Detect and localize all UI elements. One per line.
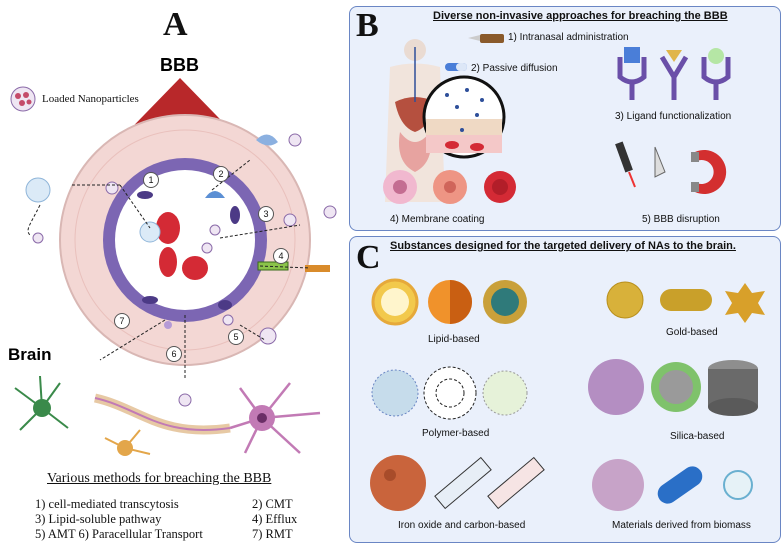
- gold-based-particles: [606, 281, 765, 323]
- category-gold-based: Gold-based: [666, 327, 718, 338]
- category-lipid-based: Lipid-based: [428, 334, 480, 345]
- method-line-2-left: 3) Lipid-soluble pathway: [35, 512, 162, 526]
- item-intranasal: 1) Intranasal administration: [508, 32, 629, 43]
- ligand-icons: [617, 47, 731, 100]
- item-bbb-disruption: 5) BBB disruption: [642, 214, 720, 225]
- panel-b-letter: B: [356, 7, 379, 44]
- category-iron-oxide-carbon: Iron oxide and carbon-based: [398, 520, 526, 531]
- passive-diffusion-zoom-circle: [422, 75, 506, 159]
- category-silica-based: Silica-based: [670, 431, 725, 442]
- bbb-disruption-icons: [615, 141, 727, 194]
- silica-based-particles: [588, 359, 758, 416]
- item-passive-diffusion: 2) Passive diffusion: [471, 63, 558, 74]
- item-membrane-coating: 4) Membrane coating: [390, 214, 485, 225]
- panel-c-title: Substances designed for the targeted del…: [390, 240, 736, 252]
- route-number-5: 5: [228, 329, 244, 345]
- polymer-based-particles: [371, 366, 528, 420]
- method-line-1-right: 2) CMT: [252, 497, 293, 511]
- method-line-2-right: 4) Efflux: [252, 512, 298, 526]
- route-number-3: 3: [258, 206, 274, 222]
- panel-a: A BBB Loaded Nanoparticles: [0, 0, 343, 547]
- method-line-1-left: 1) cell-mediated transcytosis: [35, 497, 179, 511]
- loaded-nanoparticle-icon: [10, 86, 36, 112]
- route-number-2: 2: [213, 166, 229, 182]
- panel-a-letter: A: [163, 6, 188, 43]
- panel-b-title: Diverse non-invasive approaches for brea…: [433, 10, 728, 22]
- brain-label: Brain: [8, 345, 52, 364]
- route-number-1: 1: [143, 172, 159, 188]
- neurons-illustration: [14, 375, 321, 456]
- category-biomass: Materials derived from biomass: [612, 520, 751, 531]
- route-number-4: 4: [273, 248, 289, 264]
- capsule-icon: [445, 63, 467, 71]
- membrane-coating-cells: [383, 170, 516, 204]
- methods-title: Various methods for breaching the BBB: [47, 471, 272, 486]
- route-number-7: 7: [114, 313, 130, 329]
- biomass-particles: [592, 459, 753, 511]
- panel-b: B Diverse non-invasive approaches for br…: [349, 6, 781, 231]
- lipid-based-particles: [371, 278, 527, 326]
- intranasal-dropper-icon: [468, 34, 504, 43]
- iron-oxide-carbon-particles: [370, 455, 545, 511]
- method-line-3-left: 5) AMT 6) Paracellular Transport: [35, 527, 203, 541]
- bbb-label: BBB: [160, 55, 199, 75]
- loaded-nanoparticles-label: Loaded Nanoparticles: [42, 93, 139, 105]
- item-ligand-functionalization: 3) Ligand functionalization: [615, 111, 732, 122]
- method-line-3-right: 7) RMT: [252, 527, 293, 541]
- vessel-cross-section: [25, 114, 337, 407]
- panel-c: C Substances designed for the targeted d…: [349, 236, 781, 543]
- route-number-6: 6: [166, 346, 182, 362]
- panel-c-letter: C: [356, 239, 381, 276]
- category-polymer-based: Polymer-based: [422, 428, 490, 439]
